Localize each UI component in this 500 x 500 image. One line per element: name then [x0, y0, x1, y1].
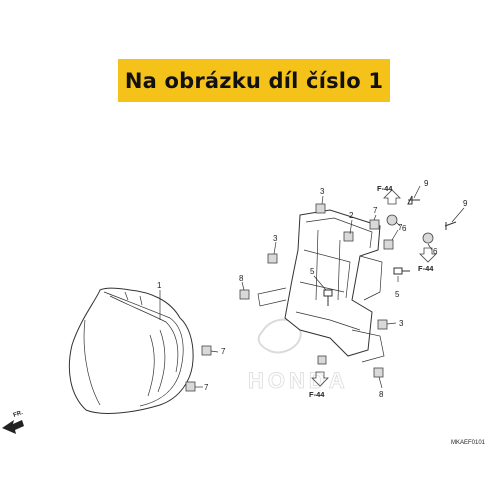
banner-text: Na obrázku díl číslo 1 [124, 68, 384, 93]
bolt-9a [407, 195, 420, 205]
callout-9: 9 [463, 199, 468, 208]
callout-7: 7 [204, 383, 209, 392]
honda-watermark: HONDA [248, 318, 349, 394]
bolt-5a [393, 267, 410, 275]
reference-labels: F-44 F-44 F-44 [309, 184, 434, 399]
callout-8: 8 [379, 390, 384, 399]
clip-8b [373, 367, 384, 378]
callout-7: 7 [373, 206, 378, 215]
ref-label-f44: F-44 [309, 390, 325, 399]
callout-7: 7 [398, 223, 403, 232]
ref-label-f44: F-44 [377, 184, 393, 193]
callout-5: 5 [395, 290, 400, 299]
front-arrow-icon [2, 420, 24, 434]
clip-3c [377, 319, 388, 330]
clip-3b [267, 253, 278, 264]
callout-3: 3 [320, 187, 325, 196]
nut-part [317, 355, 327, 365]
headlight-part-1 [68, 287, 194, 414]
bolt-5b [323, 289, 333, 306]
up-arrow-icon [383, 189, 401, 205]
clip-7d [185, 381, 196, 392]
watermark-text: HONDA [248, 368, 349, 393]
leader-lines [159, 185, 465, 389]
diagram-code: MKAEF0101 [451, 440, 486, 446]
ref-label-f44: F-44 [418, 264, 434, 273]
clip-8a [239, 289, 250, 300]
clip-7a [369, 219, 380, 230]
down-arrow-icon [419, 247, 437, 263]
grommet-6a [386, 214, 398, 226]
down-arrow-icon [311, 371, 329, 387]
callout-3: 3 [399, 319, 404, 328]
title-banner: Na obrázku díl číslo 1 [118, 59, 390, 102]
callout-8: 8 [239, 274, 244, 283]
ref-arrows [311, 189, 437, 387]
clip-7b [383, 239, 394, 250]
callout-6: 6 [433, 247, 438, 256]
callout-7: 7 [221, 347, 226, 356]
callout-3: 3 [273, 234, 278, 243]
clip-parts [185, 195, 457, 392]
callout-9: 9 [424, 179, 429, 188]
headlight-stay-part-2 [257, 209, 385, 363]
callout-2: 2 [349, 211, 354, 220]
callout-5: 5 [310, 267, 315, 276]
clip-2 [343, 231, 354, 242]
grommet-6b [422, 232, 434, 244]
callout-1: 1 [157, 281, 162, 290]
clip-7c [201, 345, 212, 356]
clip-3a [315, 203, 326, 214]
bolt-9b [444, 221, 457, 230]
callout-numbers: 1 2 3 3 3 5 5 6 6 7 7 7 7 8 8 9 9 [157, 179, 468, 399]
front-label: FR. [13, 410, 24, 419]
callout-6: 6 [402, 224, 407, 233]
front-direction-indicator: FR. [2, 410, 24, 434]
